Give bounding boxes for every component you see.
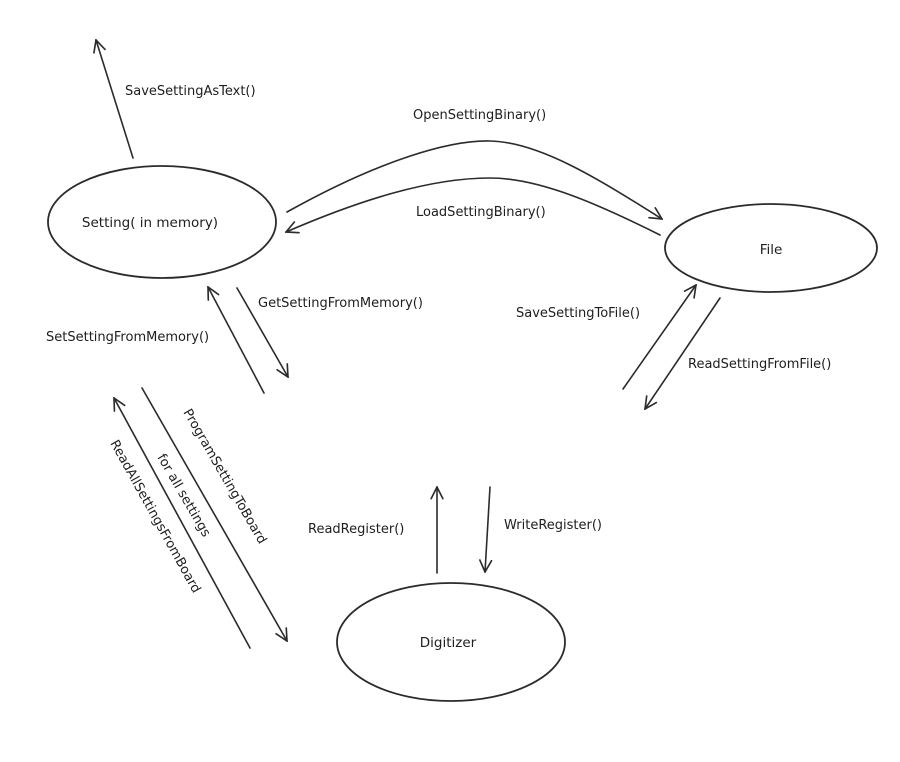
label-open-binary: OpenSettingBinary(): [413, 108, 546, 123]
label-get-from-memory: GetSettingFromMemory(): [258, 296, 423, 311]
arrow-get-from-memory: [236, 287, 288, 377]
file-label: File: [760, 242, 783, 258]
arrow-set-from-memory: [208, 287, 265, 394]
digitizer-label: Digitizer: [420, 635, 477, 651]
edge-read-all-from-board: ReadAllSettingsFromBoard: [107, 398, 251, 649]
label-read-from-file: ReadSettingFromFile(): [688, 357, 831, 372]
edge-write-register: WriteRegister(): [485, 486, 602, 572]
label-save-as-text: SaveSettingAsText(): [125, 84, 256, 99]
node-digitizer: Digitizer: [336, 582, 566, 702]
label-save-to-file: SaveSettingToFile(): [516, 306, 640, 321]
edge-open-binary: OpenSettingBinary(): [286, 108, 662, 219]
node-setting: Setting( in memory): [47, 165, 277, 279]
label-write-register: WriteRegister(): [504, 518, 602, 533]
edge-save-to-file: SaveSettingToFile(): [516, 285, 696, 390]
setting-label: Setting( in memory): [82, 215, 218, 231]
arrow-open-binary: [286, 140, 662, 219]
edge-get-from-memory: GetSettingFromMemory(): [236, 287, 423, 377]
edge-load-binary: LoadSettingBinary(): [286, 177, 661, 236]
label-read-register: ReadRegister(): [308, 522, 404, 537]
edge-program-to-board: ProgramSettingToBoard: [141, 387, 287, 641]
file-ellipse: [664, 203, 878, 293]
arrow-load-binary: [286, 177, 661, 236]
edge-read-from-file: ReadSettingFromFile(): [645, 297, 831, 409]
digitizer-ellipse: [336, 582, 566, 702]
label-load-binary: LoadSettingBinary(): [416, 205, 546, 220]
node-file: File: [664, 203, 878, 293]
arrow-read-all-from-board: [114, 398, 251, 649]
arrow-read-from-file: [645, 297, 721, 409]
edge-set-from-memory: SetSettingFromMemory(): [46, 287, 265, 394]
edge-save-as-text: SaveSettingAsText(): [96, 40, 256, 159]
edge-read-register: ReadRegister(): [308, 487, 437, 574]
arrow-write-register: [485, 486, 490, 572]
arrow-save-to-file: [622, 285, 696, 390]
label-set-from-memory: SetSettingFromMemory(): [46, 330, 209, 345]
setting-ellipse: [47, 165, 277, 279]
arrow-save-as-text: [96, 40, 134, 159]
arrow-program-to-board: [141, 387, 287, 641]
